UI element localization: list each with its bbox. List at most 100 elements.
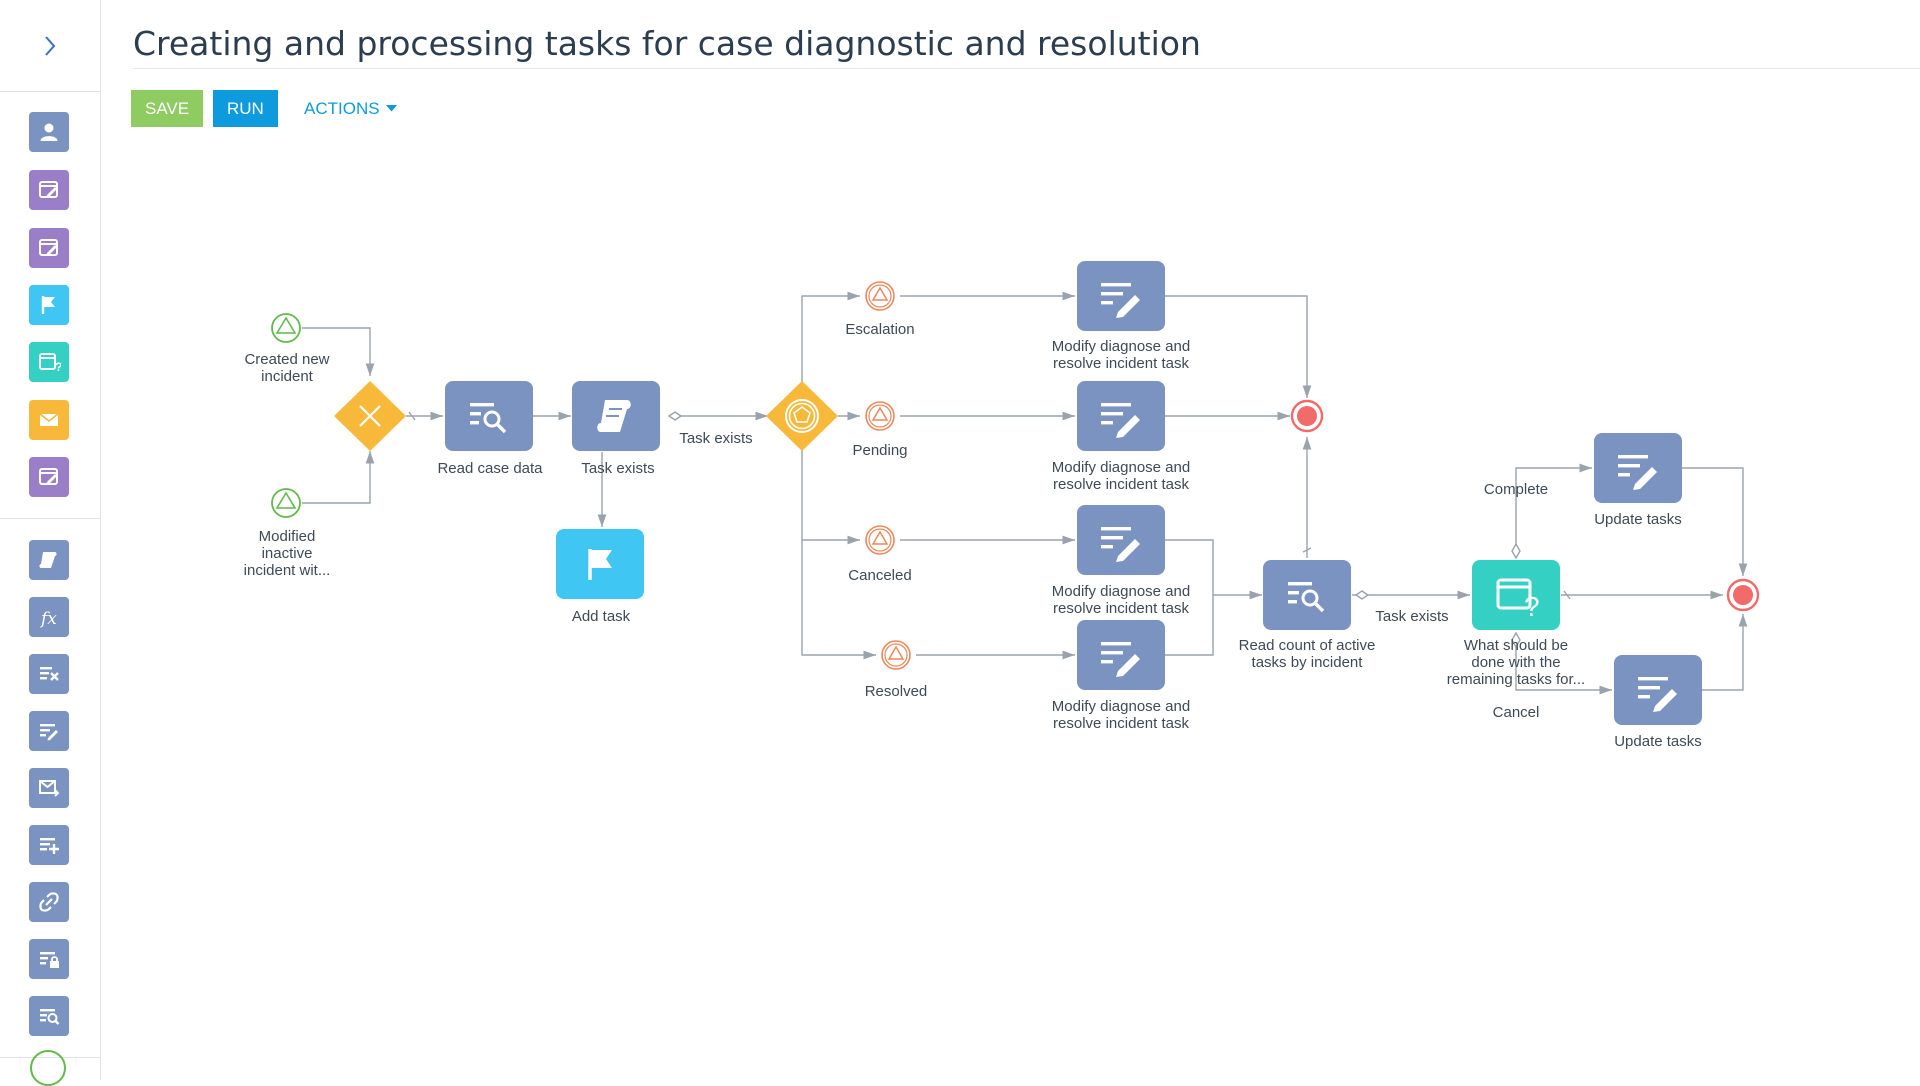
label-update-tasks-2: Update tasks (1614, 733, 1702, 750)
intermediate-event-resolved[interactable] (881, 640, 911, 670)
conditional-flow-marker (1511, 542, 1521, 560)
flow-modify4-to-readcount[interactable] (1165, 595, 1214, 656)
flow-question-complete[interactable] (1515, 463, 1592, 558)
modify-task-4[interactable] (1077, 620, 1165, 690)
question-page-icon: ? (39, 353, 61, 374)
tool-read-data[interactable] (29, 996, 69, 1036)
flow-gw-to-escalation[interactable] (801, 291, 860, 383)
read-count-task[interactable] (1263, 560, 1351, 630)
question-page-icon: ? (1496, 578, 1540, 622)
modify-data-icon (1638, 677, 1677, 712)
flow-gw-to-canceled[interactable] (801, 450, 860, 545)
flow-question-cancel[interactable] (1515, 633, 1612, 695)
read-case-data-task[interactable] (445, 381, 533, 451)
user-icon (40, 123, 58, 141)
label-flow-task-exists-1: Task exists (679, 430, 752, 447)
mail-icon (39, 413, 59, 426)
warning-triangle-icon (871, 406, 889, 421)
tool-edit-page-3[interactable] (29, 457, 69, 497)
svg-text:?: ? (55, 360, 61, 374)
tool-edit-page[interactable] (29, 170, 69, 210)
actions-label: ACTIONS (304, 98, 380, 118)
flow-update2-to-end[interactable] (1702, 614, 1748, 691)
tool-web-service[interactable] (29, 882, 69, 922)
flow-update1-to-end[interactable] (1681, 467, 1748, 576)
end-event-2[interactable] (1726, 578, 1760, 612)
link-icon (39, 892, 59, 912)
title-underline (133, 68, 1920, 69)
pentagon-icon (793, 406, 811, 423)
add-task-element[interactable] (556, 529, 644, 599)
default-flow-marker (1563, 590, 1571, 600)
update-tasks-2[interactable] (1614, 655, 1702, 725)
intermediate-event-canceled[interactable] (865, 525, 895, 555)
label-update-tasks-1: Update tasks (1594, 511, 1682, 528)
modify-data-icon (1101, 403, 1140, 438)
sidebar-divider (0, 518, 100, 519)
expand-sidebar-button[interactable] (30, 28, 70, 64)
warning-triangle-icon (275, 491, 297, 509)
read-data-icon (1288, 582, 1325, 613)
tool-delete-data[interactable] (29, 654, 69, 694)
question-user-task[interactable]: ? (1472, 560, 1560, 630)
exclusive-gateway[interactable] (334, 381, 406, 451)
modify-task-1[interactable] (1077, 261, 1165, 331)
save-button[interactable]: SAVE (131, 90, 204, 127)
lock-data-icon (40, 952, 59, 968)
tool-modify-data[interactable] (29, 711, 69, 751)
actions-dropdown[interactable]: ACTIONS (296, 90, 405, 127)
task-exists-script-task[interactable] (572, 381, 660, 451)
delete-data-icon (40, 667, 59, 681)
flow-connectors (302, 291, 1748, 695)
read-data-icon (470, 403, 507, 434)
modify-task-3[interactable] (1077, 505, 1165, 575)
flow-modified-to-gateway[interactable] (302, 451, 375, 504)
edit-page-icon (39, 239, 58, 256)
modify-data-icon (1101, 642, 1140, 677)
event-based-gateway[interactable] (766, 381, 838, 451)
conditional-flow-marker (1354, 590, 1370, 600)
formula-icon: fx (39, 609, 57, 629)
flow-modify3-to-readcount[interactable] (1165, 539, 1262, 600)
tool-send-email[interactable] (29, 400, 69, 440)
tool-send-mail[interactable] (29, 768, 69, 808)
tool-add-data[interactable] (29, 825, 69, 865)
intermediate-event-pending[interactable] (865, 401, 895, 431)
modify-task-2[interactable] (1077, 381, 1165, 451)
sidebar-divider (0, 91, 100, 92)
label-pending: Pending (852, 442, 907, 459)
default-flow-marker (408, 411, 416, 421)
tool-script[interactable] (29, 540, 69, 580)
modify-data-icon (1101, 527, 1140, 562)
start-event-created[interactable] (271, 313, 301, 343)
label-flow-complete: Complete (1484, 481, 1548, 498)
flow-gw-to-resolved[interactable] (801, 540, 876, 660)
tool-edit-page-2[interactable] (29, 228, 69, 268)
intermediate-event-escalation[interactable] (865, 281, 895, 311)
tool-access-rights[interactable] (29, 939, 69, 979)
label-add-task: Add task (572, 608, 631, 625)
tool-question[interactable]: ? (29, 342, 69, 382)
start-event-modified[interactable] (271, 488, 301, 518)
end-event-1[interactable] (1290, 399, 1324, 433)
update-tasks-1[interactable] (1594, 433, 1682, 503)
read-data-icon (40, 1009, 60, 1025)
conditional-flow-marker (667, 411, 683, 421)
flow-created-to-gateway[interactable] (302, 327, 375, 376)
x-icon (359, 405, 381, 427)
label-resolved: Resolved (865, 683, 928, 700)
flow-modify1-to-end[interactable] (1165, 295, 1312, 398)
run-button[interactable]: RUN (213, 90, 278, 127)
tool-formula[interactable]: fx (29, 597, 69, 637)
tool-add-task[interactable] (29, 285, 69, 325)
script-icon (39, 552, 57, 568)
edit-page-icon (39, 181, 58, 198)
label-flow-cancel: Cancel (1493, 704, 1540, 721)
tool-user-task[interactable] (29, 112, 69, 152)
